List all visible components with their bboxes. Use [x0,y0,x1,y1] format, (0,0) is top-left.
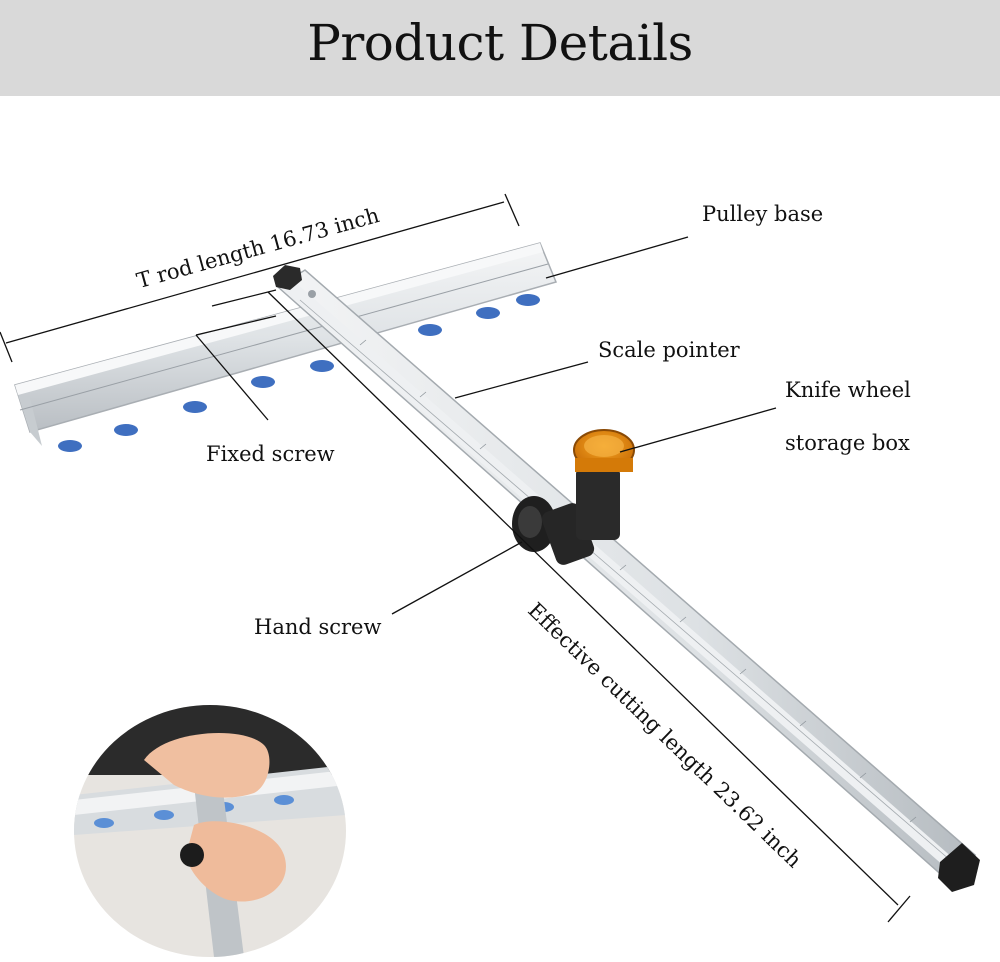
fixed-screw-label: Fixed screw [206,442,335,466]
pulley-base-label: Pulley base [702,202,824,226]
page-title: Product Details [307,14,693,72]
knife-wheel-label-line2: storage box [785,431,910,455]
suction-cups [58,294,540,452]
header-band [0,0,1000,96]
scale-pointer-label: Scale pointer [598,338,740,362]
hand-screw-label: Hand screw [254,615,382,639]
fixed-screw-head [273,265,316,298]
usage-inset-photo [74,705,346,957]
ruler-bar [276,269,980,892]
dimension-lines [0,193,911,923]
t-rod-bar [14,242,558,446]
knife-wheel-box [573,429,635,540]
knife-wheel-label-line1: Knife wheel [785,378,911,402]
